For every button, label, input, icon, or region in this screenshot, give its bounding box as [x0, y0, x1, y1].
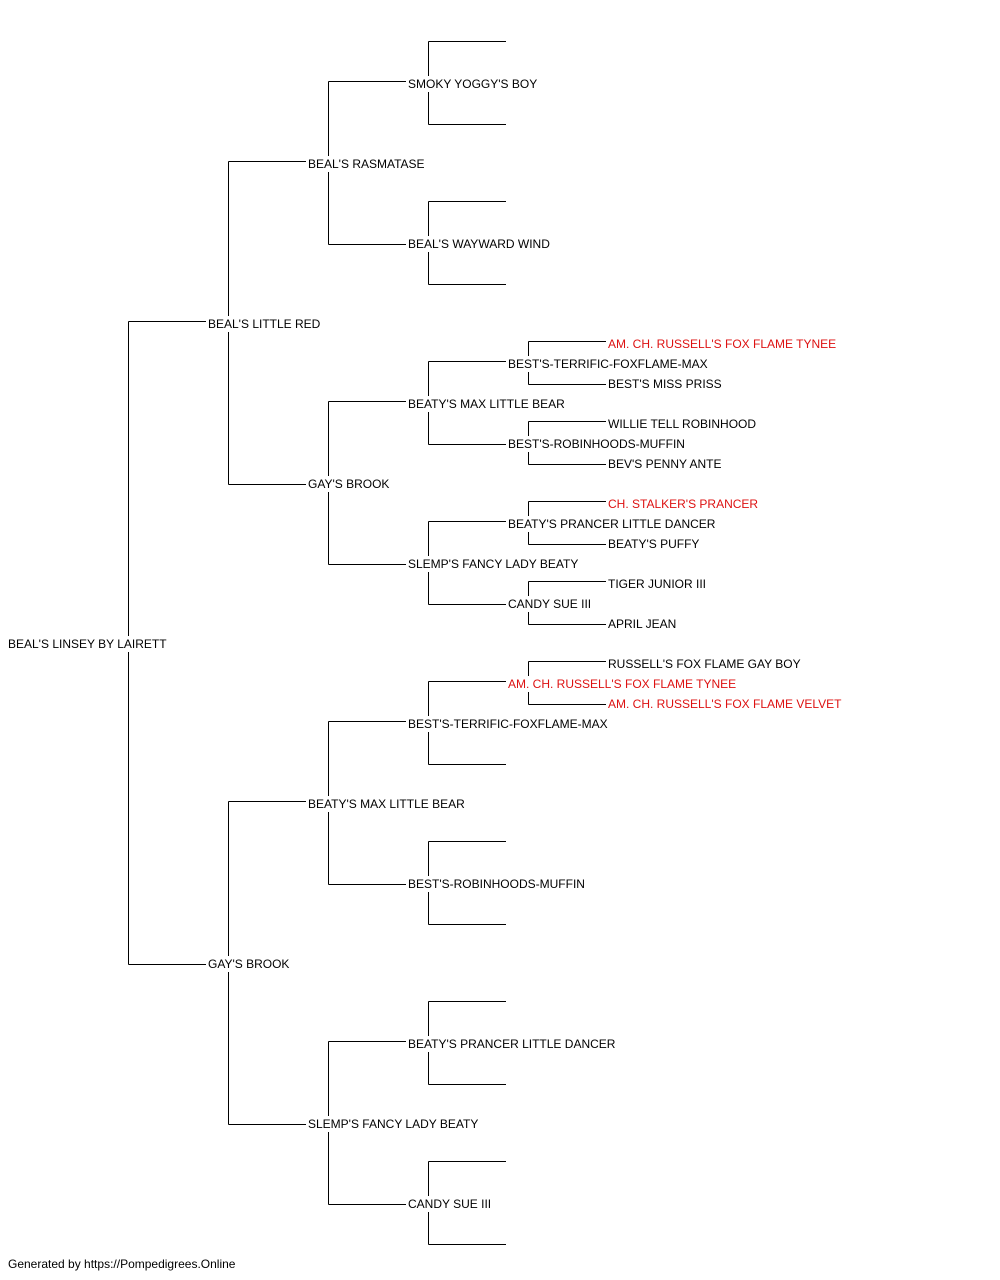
ancestor-sdds: BEATY'S PRANCER LITTLE DANCER — [507, 516, 717, 532]
ancestor-dsssd: AM. CH. RUSSELL'S FOX FLAME VELVET — [607, 696, 843, 712]
ancestor-dsss: AM. CH. RUSSELL'S FOX FLAME TYNEE — [507, 676, 738, 692]
ancestor-sss: SMOKY YOGGY'S BOY — [407, 76, 539, 92]
paternal-grandsire: BEAL'S RASMATASE — [307, 156, 426, 172]
dam: GAY'S BROOK — [207, 956, 291, 972]
ancestor-dds: BEATY'S PRANCER LITTLE DANCER — [407, 1036, 617, 1052]
maternal-grandsire: BEATY'S MAX LITTLE BEAR — [307, 796, 466, 812]
ancestor-sddsd: BEATY'S PUFFY — [607, 536, 701, 552]
ancestor-sdd: SLEMP'S FANCY LADY BEATY — [407, 556, 580, 572]
ancestor-sddds: TIGER JUNIOR III — [607, 576, 708, 592]
ancestor-ddd: CANDY SUE III — [407, 1196, 493, 1212]
ancestor-dssss: RUSSELL'S FOX FLAME GAY BOY — [607, 656, 802, 672]
ancestor-dsd: BEST'S-ROBINHOODS-MUFFIN — [407, 876, 586, 892]
generated-by-footer: Generated by https://Pompedigrees.Online — [8, 1257, 236, 1271]
sire: BEAL'S LITTLE RED — [207, 316, 322, 332]
ancestor-dss: BEST'S-TERRIFIC-FOXFLAME-MAX — [407, 716, 609, 732]
ancestor-sdss: BEST'S-TERRIFIC-FOXFLAME-MAX — [507, 356, 709, 372]
ancestor-sdsds: WILLIE TELL ROBINHOOD — [607, 416, 758, 432]
ancestor-sdssd: BEST'S MISS PRISS — [607, 376, 723, 392]
ancestor-sddss: CH. STALKER'S PRANCER — [607, 496, 760, 512]
ancestor-sddd: CANDY SUE III — [507, 596, 593, 612]
subject-dog: BEAL'S LINSEY BY LAIRETT — [7, 636, 168, 652]
paternal-granddam: GAY'S BROOK — [307, 476, 391, 492]
ancestor-sdddd: APRIL JEAN — [607, 616, 678, 632]
maternal-granddam: SLEMP'S FANCY LADY BEATY — [307, 1116, 480, 1132]
ancestor-ssd: BEAL'S WAYWARD WIND — [407, 236, 551, 252]
ancestor-sds: BEATY'S MAX LITTLE BEAR — [407, 396, 566, 412]
ancestor-sdsss: AM. CH. RUSSELL'S FOX FLAME TYNEE — [607, 336, 838, 352]
ancestor-sdsd: BEST'S-ROBINHOODS-MUFFIN — [507, 436, 686, 452]
ancestor-sdsdd: BEV'S PENNY ANTE — [607, 456, 723, 472]
